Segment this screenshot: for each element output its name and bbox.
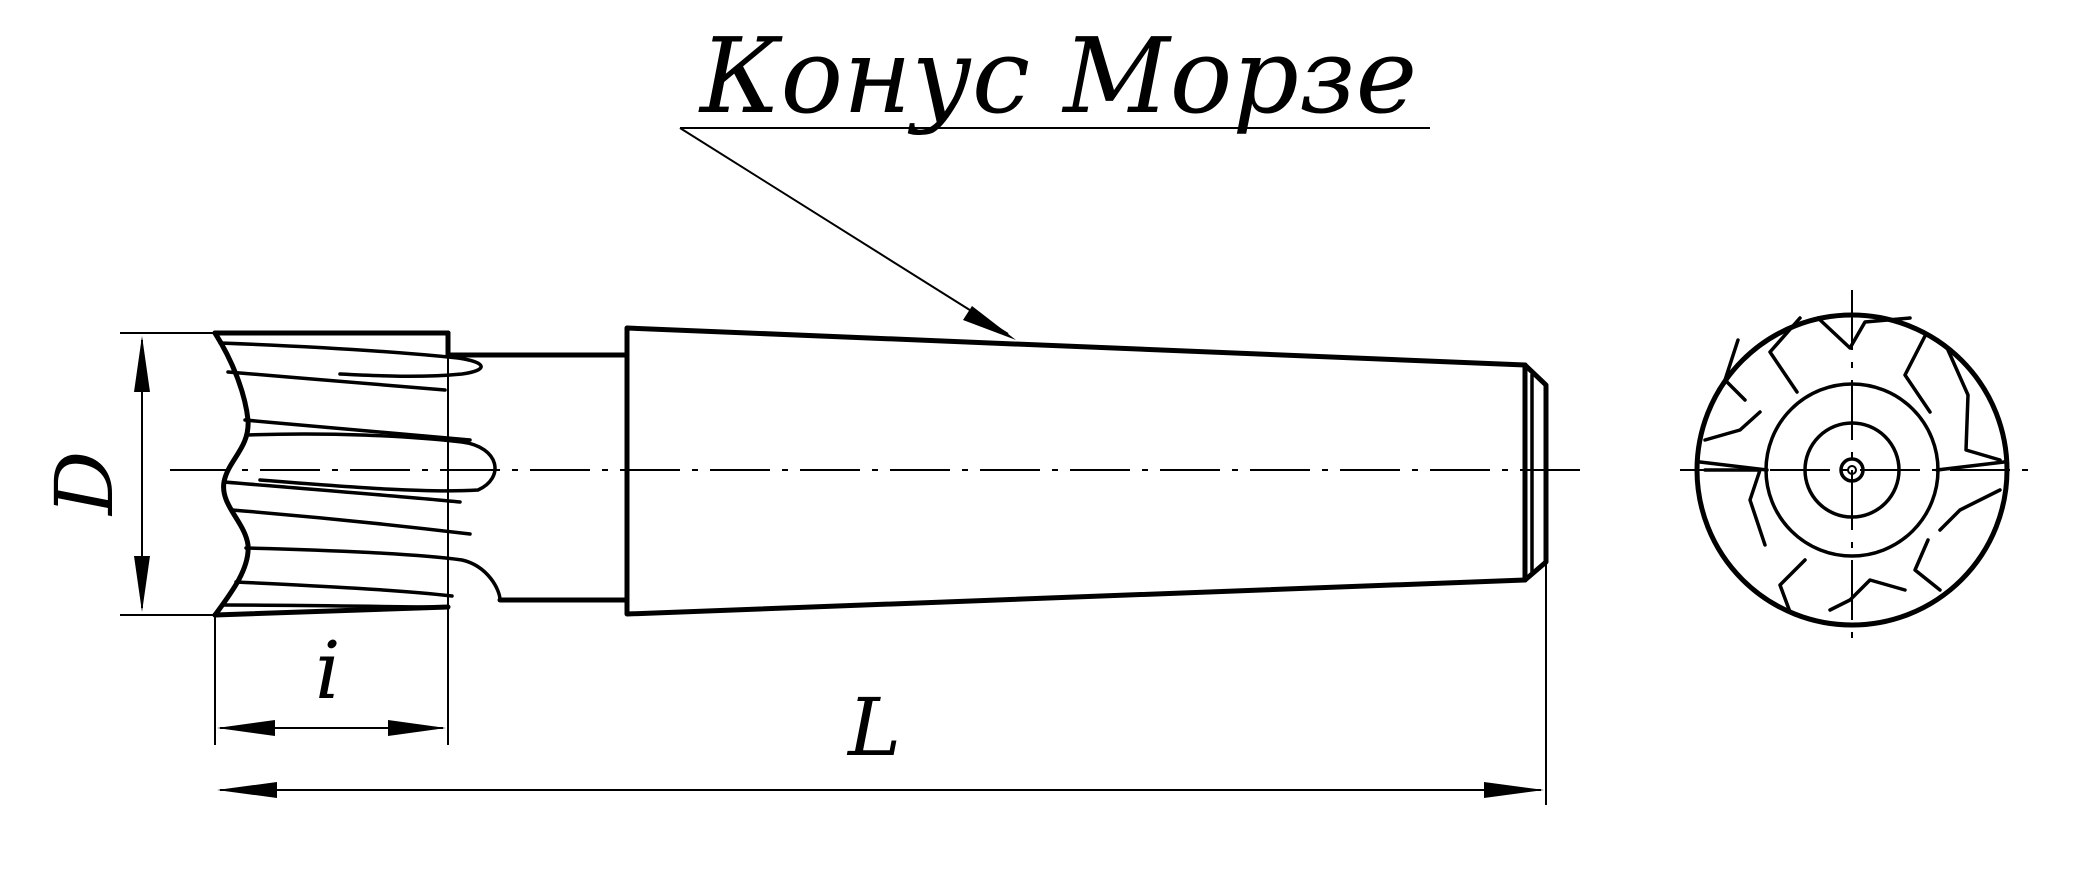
flute-1	[218, 341, 483, 379]
dimension-i: i	[214, 333, 449, 745]
taper-callout: Конус Морзе	[679, 15, 1430, 340]
taper-outline	[624, 325, 1528, 617]
end-tooth-4	[1946, 348, 2002, 462]
taper-leader-line	[679, 127, 1009, 335]
l-label: L	[846, 681, 901, 774]
end-tooth-1	[1768, 316, 1802, 394]
dimension-d: D	[38, 332, 215, 616]
end-view-hub-inner	[1803, 421, 1901, 519]
head-front-profile	[212, 330, 251, 618]
end-tooth-6	[1913, 538, 1942, 592]
flute-3	[243, 418, 472, 442]
flute-6	[230, 508, 472, 536]
end-view-center-dot	[1847, 465, 1857, 475]
taper-chamfer	[1522, 362, 1549, 583]
end-tooth-9	[1703, 468, 1767, 547]
flute-4	[244, 432, 497, 493]
end-tooth-3	[1903, 334, 1932, 414]
end-edge-left	[1698, 460, 1769, 472]
end-tooth-2	[1816, 316, 1912, 350]
taper-label: Конус Морзе	[698, 15, 1417, 137]
end-tooth-7	[1828, 578, 1907, 612]
end-view-center-hole	[1839, 457, 1865, 483]
cutter-head	[212, 330, 502, 618]
flute-2	[226, 370, 447, 392]
end-view-outer-circle	[1694, 312, 2010, 628]
end-tooth-5	[1938, 488, 2002, 532]
dimension-l: L	[217, 562, 1547, 805]
d-arrow-bottom	[134, 556, 150, 612]
flute-7	[244, 546, 502, 602]
neck	[445, 352, 630, 603]
end-tooth-10	[1703, 410, 1762, 442]
taper-leader-arrow	[963, 306, 1016, 340]
i-arrow-left	[217, 720, 275, 736]
morse-taper-shank	[624, 325, 1549, 617]
l-arrow-right	[1484, 782, 1544, 798]
end-tooth-11	[1723, 338, 1747, 402]
i-label: i	[315, 624, 341, 717]
i-arrow-right	[388, 720, 446, 736]
end-view	[1680, 290, 2030, 650]
end-edge-right	[1935, 460, 2006, 472]
l-arrow-left	[217, 782, 277, 798]
end-tooth-8	[1778, 558, 1807, 614]
flute-5	[222, 480, 462, 504]
flute-9	[220, 603, 450, 609]
d-label: D	[38, 451, 131, 517]
d-arrow-top	[134, 336, 150, 392]
flute-8	[234, 580, 454, 598]
